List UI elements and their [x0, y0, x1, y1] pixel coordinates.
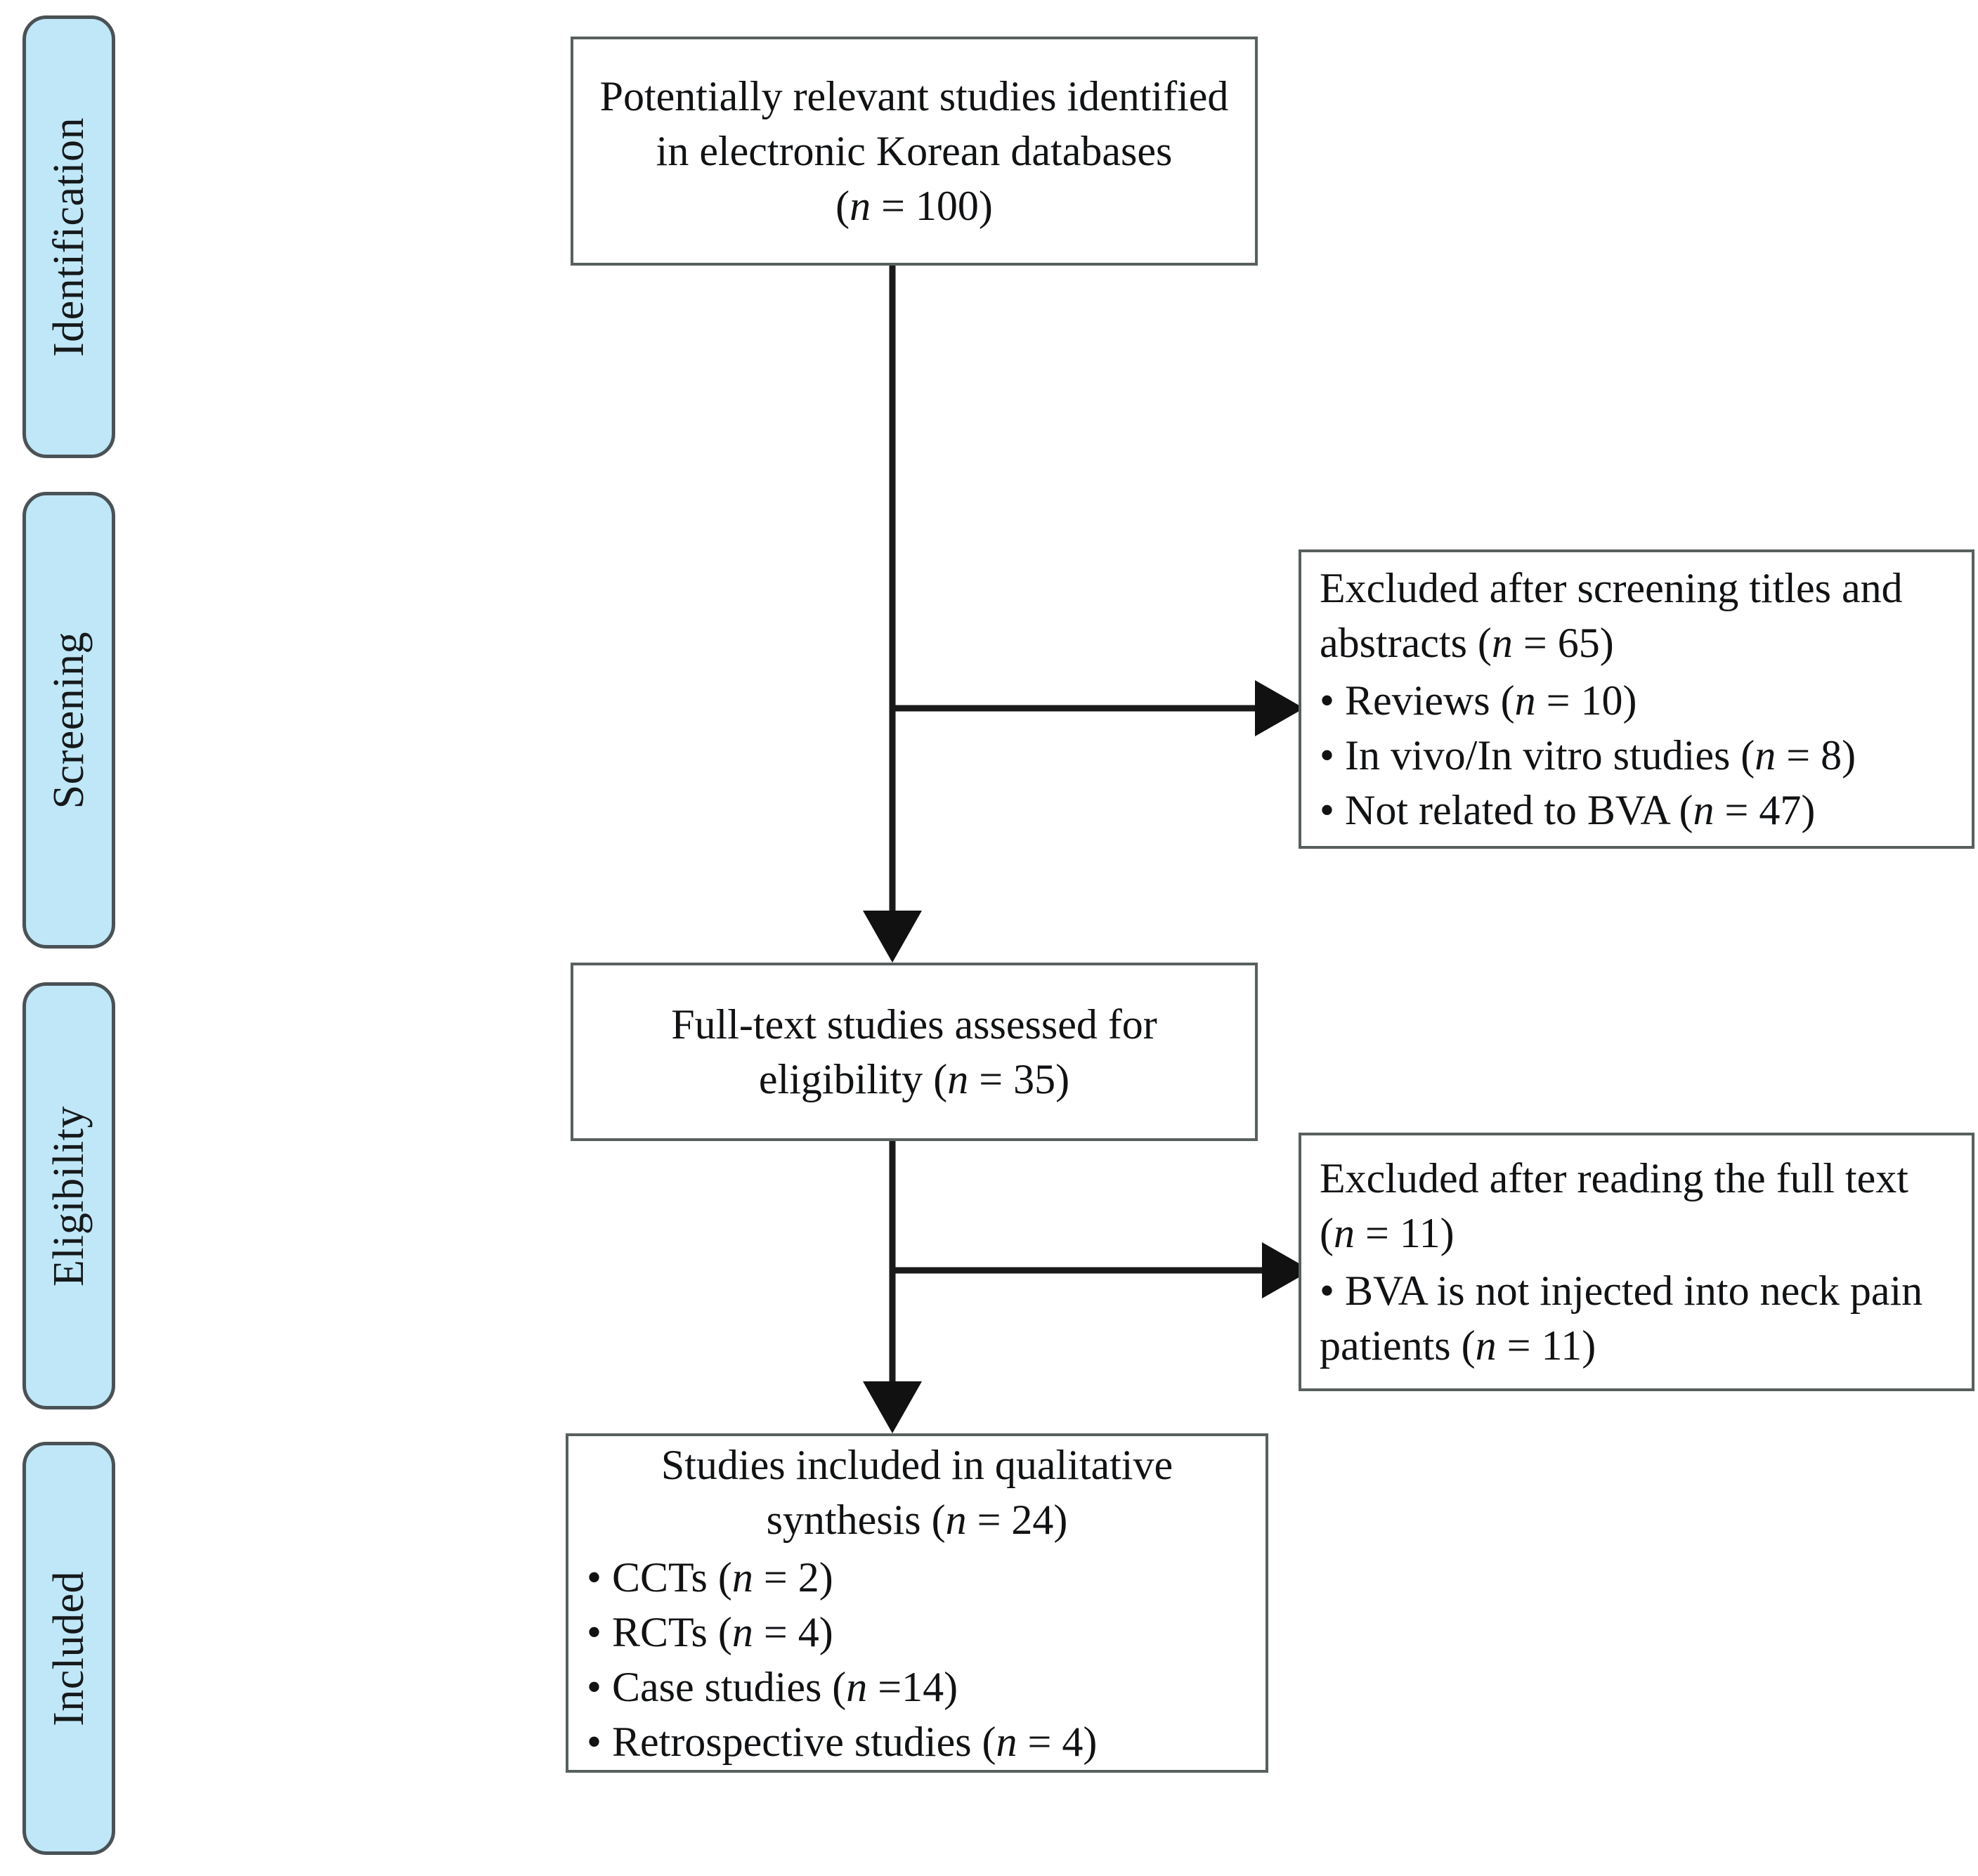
- included-bullet-1-count: 2: [798, 1553, 819, 1601]
- included-bullet-2-count: 4: [798, 1608, 819, 1655]
- stage-label-screening: Screening: [45, 631, 93, 809]
- excluded-fulltext-count: 11: [1399, 1210, 1440, 1256]
- excluded-screening-bullet-1: • Reviews (n = 10): [1320, 677, 1637, 724]
- identified-line-3: (n = 100): [835, 183, 993, 229]
- identified-line-1: Potentially relevant studies identified: [599, 73, 1229, 119]
- excluded-screening-bullet-3-count: 47: [1759, 787, 1802, 833]
- excluded-screening-count: 65: [1557, 620, 1600, 666]
- box-studies-identified: Potentially relevant studies identified …: [571, 37, 1258, 266]
- excluded-screening-bullet-2-count: 8: [1821, 732, 1842, 779]
- included-heading-1: Studies included in qualitative: [661, 1441, 1173, 1488]
- excluded-fulltext-bullet-1: • BVA is not injected into neck pain: [1320, 1268, 1923, 1314]
- included-heading-2: synthesis (n = 24): [766, 1496, 1068, 1543]
- stage-tab-screening: Screening: [22, 492, 115, 949]
- included-bullet-4-count: 4: [1062, 1718, 1084, 1765]
- arrowhead-into-fulltext: [863, 911, 922, 963]
- excluded-fulltext-bullet-1-count: 11: [1541, 1322, 1582, 1369]
- stage-label-identification: Identification: [45, 117, 93, 357]
- included-bullet-4: • Retrospective studies (n = 4): [587, 1718, 1098, 1765]
- stage-tab-included: Included: [22, 1442, 115, 1855]
- included-bullet-3: • Case studies (n =14): [587, 1663, 958, 1710]
- excluded-screening-bullet-2: • In vivo/In vitro studies (n = 8): [1320, 732, 1856, 779]
- excluded-fulltext-heading-2: (n = 11): [1320, 1210, 1455, 1256]
- included-bullet-1: • CCTs (n = 2): [587, 1553, 833, 1601]
- stage-tab-identification: Identification: [22, 15, 115, 458]
- box-fulltext-assessed: Full-text studies assessed for eligibili…: [571, 963, 1258, 1141]
- identified-line-2: in electronic Korean databases: [656, 128, 1173, 174]
- arrowhead-into-screening-exclusion: [1255, 680, 1304, 736]
- stage-tab-eligibility: Eligibility: [22, 982, 115, 1409]
- stage-label-included: Included: [45, 1570, 93, 1726]
- excluded-fulltext-bullet-1-cont: patients (n = 11): [1320, 1322, 1596, 1369]
- excluded-fulltext-heading-1: Excluded after reading the full text: [1320, 1155, 1908, 1201]
- excluded-screening-bullet-1-count: 10: [1580, 677, 1623, 724]
- arrowhead-into-included: [863, 1381, 922, 1433]
- box-excluded-screening: Excluded after screening titles and abst…: [1299, 549, 1974, 849]
- excluded-screening-heading-1: Excluded after screening titles and: [1320, 565, 1903, 611]
- included-bullet-2: • RCTs (n = 4): [587, 1608, 833, 1655]
- box-included-synthesis: Studies included in qualitative synthesi…: [566, 1433, 1268, 1773]
- fulltext-line-2: eligibility (n = 35): [758, 1056, 1070, 1102]
- excluded-screening-heading-2: abstracts (n = 65): [1320, 620, 1614, 666]
- stage-label-eligibility: Eligibility: [45, 1105, 93, 1287]
- identified-count: 100: [915, 183, 979, 229]
- included-count: 24: [1011, 1496, 1054, 1543]
- excluded-screening-bullet-3: • Not related to BVA (n = 47): [1320, 787, 1816, 833]
- included-bullet-3-count: 14: [902, 1663, 944, 1710]
- fulltext-line-1: Full-text studies assessed for: [671, 1001, 1157, 1048]
- fulltext-count: 35: [1013, 1056, 1056, 1102]
- box-excluded-fulltext: Excluded after reading the full text (n …: [1299, 1133, 1974, 1391]
